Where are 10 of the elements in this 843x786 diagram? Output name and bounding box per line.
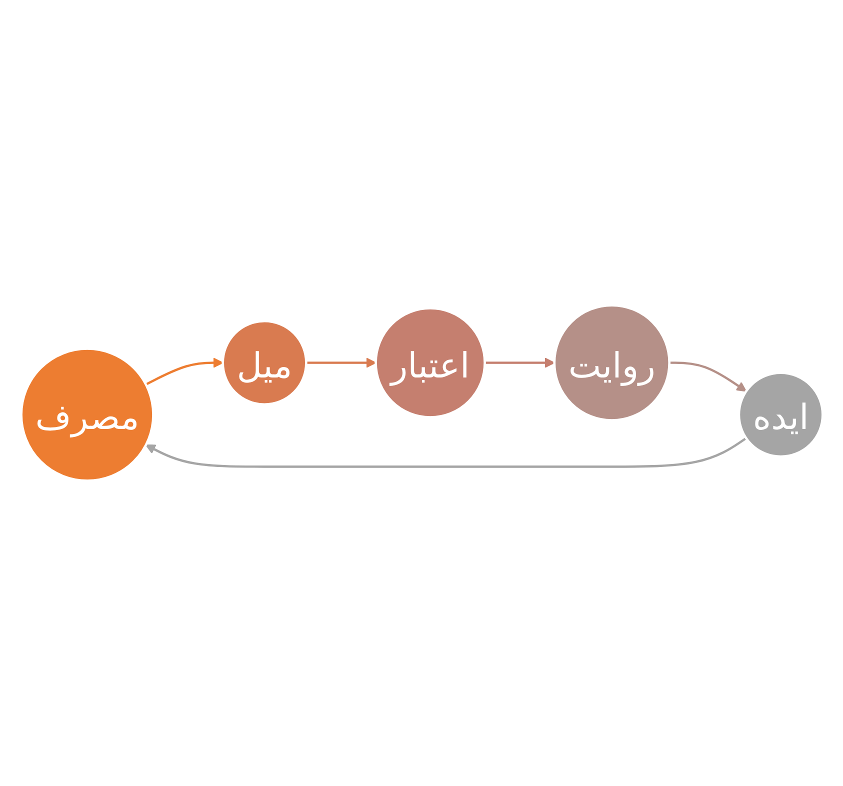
arrow	[306, 358, 376, 368]
arrow	[144, 437, 746, 468]
node-circle: مصرف	[20, 348, 154, 482]
arrow	[144, 358, 223, 386]
arrow	[484, 358, 554, 368]
node-circle: میل	[221, 320, 307, 406]
node-circle: اعتبار	[374, 307, 486, 418]
node-circle: ایده	[737, 372, 824, 458]
arrow	[668, 362, 746, 392]
node-circle: روایت	[552, 304, 670, 422]
